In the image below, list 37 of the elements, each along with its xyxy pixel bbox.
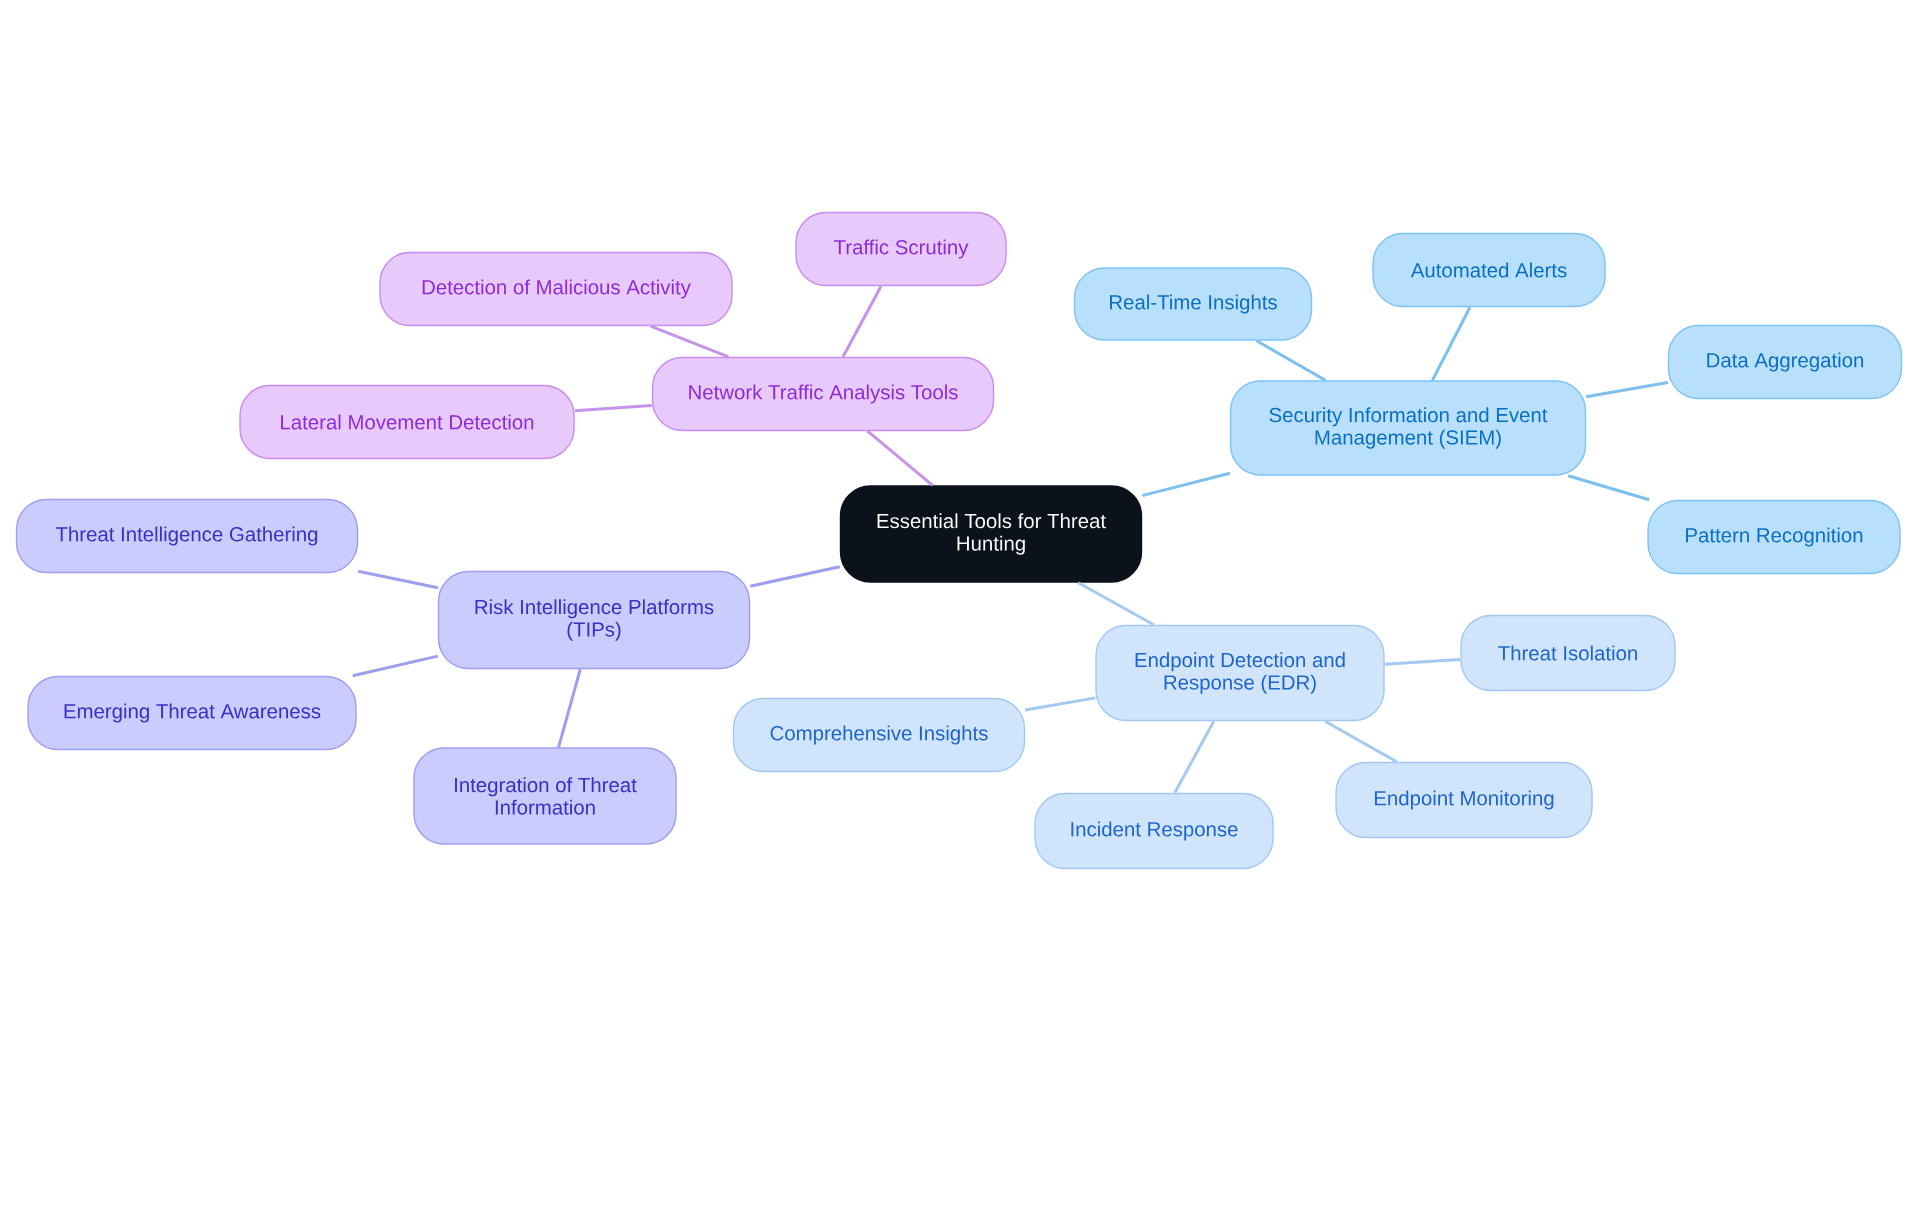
connector-line [650,324,729,359]
branch-box: Risk Intelligence Platforms (TIPs) [437,570,751,670]
connector-line [1141,471,1231,498]
leaf-box: Comprehensive Insights [732,697,1026,773]
connector-line [1024,696,1096,712]
connector-line [1431,306,1472,381]
leaf-box: Integration of Threat Information [413,747,677,845]
connector-line [749,565,841,588]
connector-line [1255,339,1327,382]
leaf-box: Real-Time Insights [1073,267,1313,341]
connector-line [1324,719,1398,764]
connector-line [1077,581,1155,627]
leaf-box: Threat Intelligence Gathering [15,498,359,574]
leaf-box: Threat Isolation [1460,614,1676,692]
leaf-box: Endpoint Monitoring [1335,761,1593,839]
leaf-box: Emerging Threat Awareness [27,675,357,751]
connector-line [841,285,883,358]
branch-box: Security Information and Event Management (SIEM) [1229,380,1587,476]
leaf-box: Detection of Malicious Activity [379,251,733,327]
connector-line [1585,381,1669,399]
leaf-box: Lateral Movement Detection [239,384,575,460]
connector-line [866,430,934,487]
connector-line [557,668,582,748]
connector-line [357,569,439,590]
branch-box: Endpoint Detection and Response (EDR) [1095,624,1385,722]
branch-box: Network Traffic Analysis Tools [651,356,995,432]
connector-line [574,404,652,413]
leaf-box: Data Aggregation [1667,324,1903,400]
leaf-box: Incident Response [1034,792,1274,870]
leaf-box: Pattern Recognition [1647,499,1901,575]
central-topic-box: Essential Tools for Threat Hunting [839,485,1143,583]
leaf-box: Automated Alerts [1372,232,1606,308]
connector-line [1173,720,1216,794]
connector-line [1384,658,1461,666]
leaf-box: Traffic Scrutiny [795,211,1007,287]
connector-line [352,654,439,678]
connector-line [1567,474,1650,502]
